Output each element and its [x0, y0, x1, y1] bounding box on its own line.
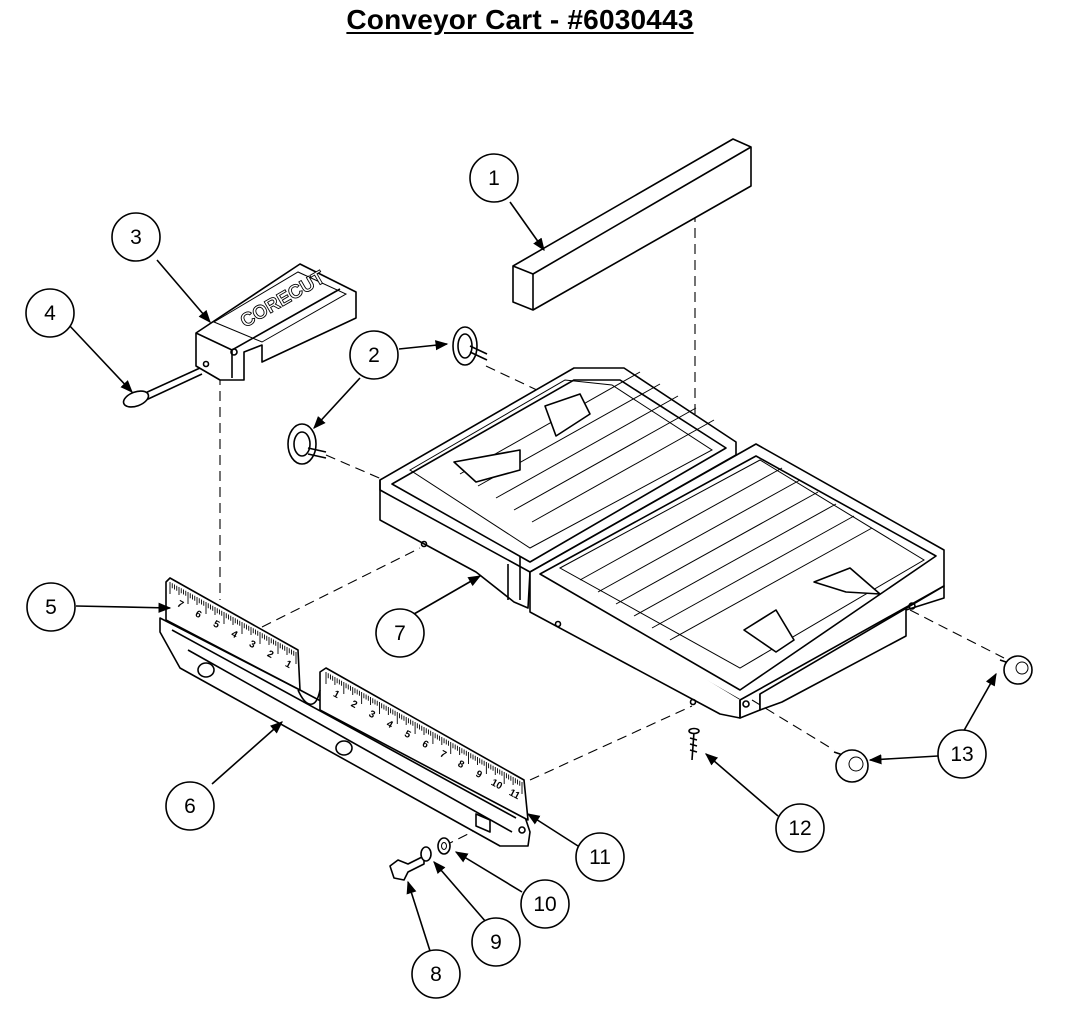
svg-text:13: 13 [950, 743, 973, 766]
callout-6: 6 [165, 781, 215, 831]
page-title: Conveyor Cart - #6030443 [346, 4, 694, 35]
callout-7: 7 [375, 608, 425, 658]
scale-left-number: 7 [175, 599, 185, 612]
scale-left-number: 4 [229, 629, 239, 642]
part-washer-9 [420, 846, 432, 862]
part-top-bar [512, 138, 752, 311]
part-corecut-block: CORECUT [195, 263, 357, 381]
callout-2-upper: 2 [349, 330, 399, 380]
svg-text:3: 3 [130, 226, 142, 249]
scale-left-number: 1 [283, 659, 293, 672]
svg-text:2: 2 [368, 344, 380, 367]
scale-right-number: 5 [402, 729, 412, 742]
part-roller-right-lower [833, 749, 869, 783]
svg-text:5: 5 [45, 596, 57, 619]
part-bolt [389, 855, 425, 881]
part-roller-right-upper [999, 655, 1033, 685]
svg-text:11: 11 [589, 846, 611, 869]
svg-text:12: 12 [788, 817, 811, 840]
svg-text:4: 4 [44, 302, 56, 325]
svg-text:9: 9 [490, 931, 502, 954]
scale-right-number: 4 [384, 719, 394, 732]
leader-arrows [67, 201, 997, 955]
callout-9: 9 [471, 917, 521, 967]
part-roller-lower [287, 423, 327, 465]
callout-labels: 1 2 2 3 4 5 6 7 8 9 10 11 12 13 13 [25, 153, 987, 999]
scale-right-number: 2 [349, 699, 359, 712]
callout-10: 10 [520, 879, 570, 929]
scale-left-number: 5 [211, 619, 221, 632]
scale-right-number: 10 [489, 777, 504, 792]
callout-13-upper: 13 [937, 729, 987, 779]
svg-text:6: 6 [184, 795, 196, 818]
callout-11: 11 [575, 832, 625, 882]
scale-right-number: 1 [331, 689, 341, 702]
svg-text:10: 10 [533, 893, 556, 916]
scale-left-number: 2 [265, 649, 275, 662]
part-screw [688, 727, 700, 761]
part-washer-10 [437, 837, 451, 855]
scale-right-number: 6 [420, 739, 430, 752]
scale-left-number: 3 [247, 639, 257, 652]
part-pin [122, 367, 203, 408]
scale-left-number: 6 [193, 609, 203, 622]
scale-right-number: 8 [456, 759, 466, 772]
scale-right-number: 9 [474, 769, 484, 782]
svg-text:1: 1 [488, 167, 500, 190]
callout-5: 5 [26, 582, 76, 632]
part-roller-upper [452, 326, 488, 366]
scale-right-number: 7 [438, 749, 448, 762]
scale-right-number: 11 [507, 787, 522, 802]
svg-text:8: 8 [430, 963, 442, 986]
part-cart-tray [379, 367, 945, 719]
callout-3: 3 [111, 212, 161, 262]
callout-12: 12 [775, 803, 825, 853]
scale-right-number: 3 [367, 709, 377, 722]
callout-1: 1 [469, 153, 519, 203]
callout-4: 4 [25, 288, 75, 338]
svg-text:7: 7 [394, 622, 406, 645]
callout-8: 8 [411, 949, 461, 999]
